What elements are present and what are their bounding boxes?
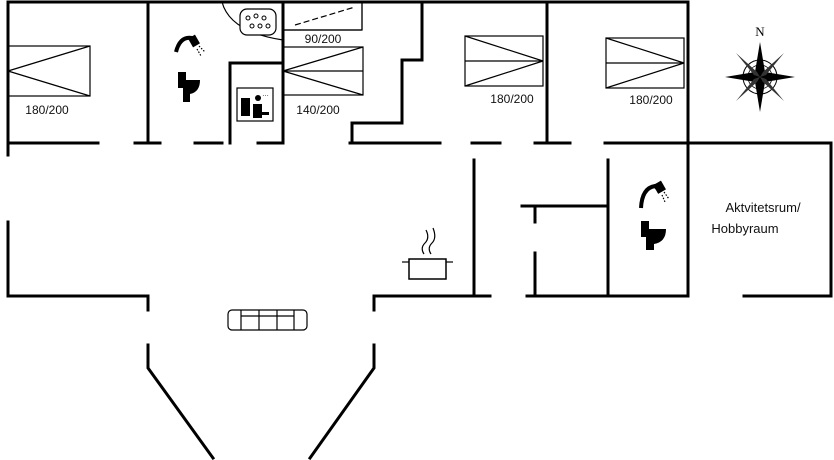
bed-3: 140/200	[282, 46, 364, 117]
svg-text:…: …	[262, 91, 269, 98]
bed-size-label: 180/200	[490, 92, 534, 106]
bed-4: 180/200	[464, 35, 544, 106]
bed-size-label: 180/200	[629, 93, 673, 107]
toilet-icon	[641, 221, 666, 250]
walls	[6, 0, 833, 460]
room-label-activity: Aktvitetsrum/	[725, 200, 801, 215]
shower-icon	[174, 34, 206, 57]
bed-5: 180/200	[605, 37, 685, 107]
compass-north-label: N	[755, 24, 765, 39]
whirlpool-icon	[239, 8, 277, 36]
bed-1: 180/200	[7, 45, 91, 117]
sauna-icon: …	[236, 87, 274, 122]
bed-2: 90/200	[282, 1, 363, 46]
bed-size-label: 90/200	[305, 32, 342, 46]
bed-size-label: 180/200	[25, 103, 69, 117]
sofa-icon	[227, 309, 308, 331]
toilet-icon	[178, 72, 200, 102]
compass-icon: N	[725, 24, 795, 112]
shower-icon	[639, 180, 670, 209]
bed-size-label: 140/200	[296, 103, 340, 117]
room-label-hobby: Hobbyraum	[711, 221, 778, 236]
stove-icon	[402, 227, 453, 280]
